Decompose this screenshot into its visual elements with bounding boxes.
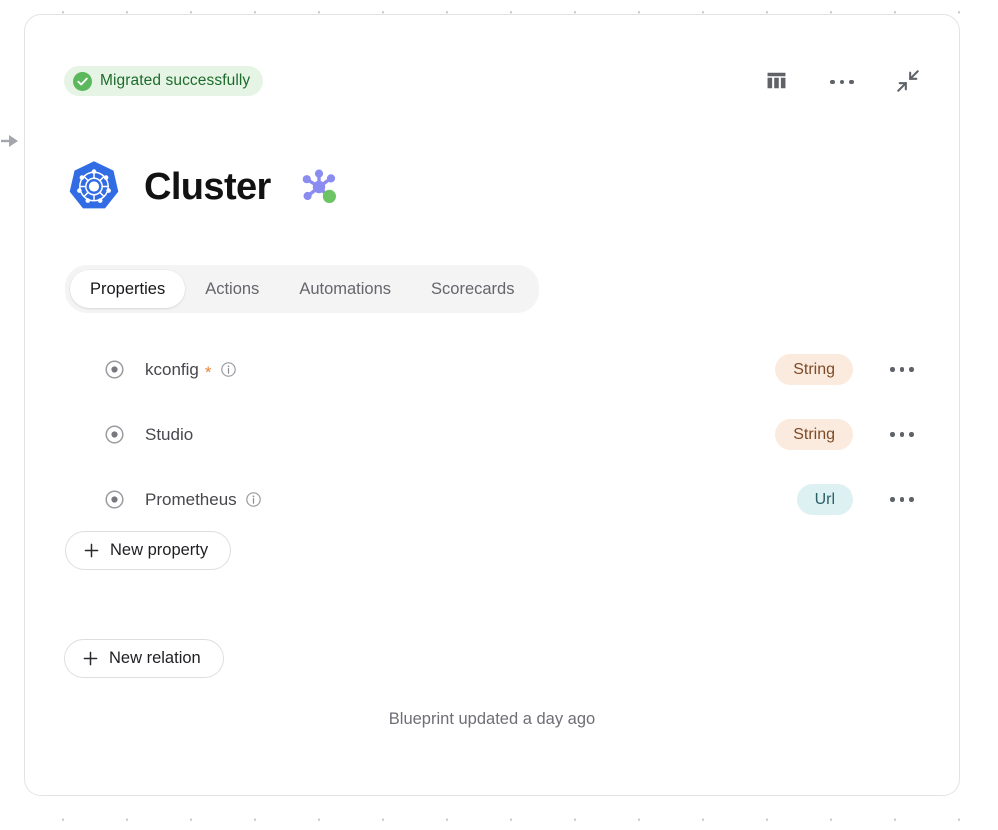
table-columns-icon [764,68,789,96]
property-row-kconfig[interactable]: kconfig * String [65,337,935,402]
tab-automations[interactable]: Automations [279,270,411,308]
property-name: Studio [145,424,194,444]
ellipsis-horizontal-icon [830,79,854,85]
info-icon[interactable] [245,492,261,507]
plus-icon [84,543,99,558]
property-type-badge[interactable]: Url [796,484,853,515]
collapse-arrows-icon [895,68,921,97]
property-row-menu-button[interactable] [881,418,923,452]
property-type-badge[interactable]: String [775,354,853,385]
property-row-studio[interactable]: Studio String [65,402,935,467]
property-row-menu-button[interactable] [881,483,923,517]
ellipsis-horizontal-icon [890,367,914,372]
check-circle-icon [73,71,92,91]
tab-properties[interactable]: Properties [70,270,186,308]
header-actions [755,65,929,99]
property-row-prometheus[interactable]: Prometheus Url [65,467,935,532]
property-name: Prometheus [145,489,237,509]
properties-list: kconfig * String [65,337,935,532]
page-title: Cluster [144,166,271,208]
required-marker: * [204,363,212,382]
new-relation-button-label: New relation [109,649,201,667]
radio-dot-icon [105,425,124,444]
new-property-button[interactable]: New property [65,531,232,570]
property-type-badge[interactable]: String [775,419,853,450]
node-graph-icon [297,165,341,209]
radio-dot-icon [105,360,124,379]
blueprint-updated-text: Blueprint updated a day ago [388,710,596,728]
more-options-button[interactable] [821,65,863,99]
info-icon[interactable] [220,362,236,377]
blueprint-title-row: Cluster [65,158,341,216]
card-header: Migrated successfully [25,15,959,123]
blueprint-card: Migrated successfully [24,14,960,796]
plus-icon [83,651,98,666]
status-badge-label: Migrated successfully [100,72,251,89]
collapse-button[interactable] [887,65,929,99]
arrow-right-marker-icon [0,130,22,152]
new-property-button-label: New property [110,541,209,559]
kubernetes-icon [65,158,123,216]
radio-dot-icon [105,490,124,509]
table-view-button[interactable] [755,65,797,99]
status-badge: Migrated successfully [64,66,264,96]
tabs-bar: Properties Actions Automations Scorecard… [65,265,540,313]
property-row-menu-button[interactable] [881,353,923,387]
tab-scorecards[interactable]: Scorecards [411,270,534,308]
ellipsis-horizontal-icon [890,497,914,502]
property-name: kconfig [145,359,199,379]
tab-actions[interactable]: Actions [185,270,279,308]
ellipsis-horizontal-icon [890,432,914,437]
new-relation-button[interactable]: New relation [64,639,224,678]
